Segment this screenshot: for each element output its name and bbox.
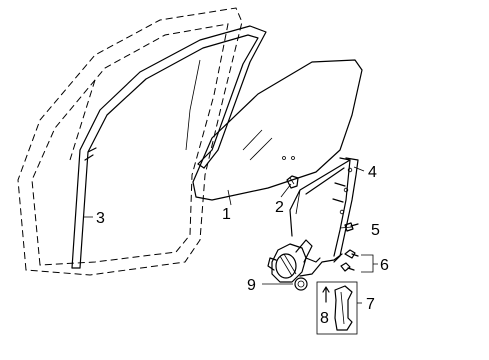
callout-handle-inner-part: 8 xyxy=(320,310,329,327)
callout-handle-kit: 7 xyxy=(366,296,375,313)
callout-grommet: 9 xyxy=(247,277,256,294)
callout-regulator-bolt: 5 xyxy=(371,222,380,239)
callout-regulator-bolts-pair: 6 xyxy=(380,257,389,274)
regulator-cable xyxy=(299,253,343,277)
grommet xyxy=(294,277,308,291)
door-seal xyxy=(71,25,267,269)
callout-door-glass: 1 xyxy=(222,206,231,223)
callout-door-seal: 3 xyxy=(96,210,105,227)
door-outline xyxy=(17,7,243,276)
glass-clip xyxy=(286,175,299,189)
handle-kit xyxy=(316,281,358,335)
leader-lines xyxy=(84,166,378,304)
regulator-bolts-pair xyxy=(340,249,359,272)
regulator-motor xyxy=(267,239,321,283)
door-glass xyxy=(192,59,363,201)
callout-glass-clip: 2 xyxy=(275,199,284,216)
callout-window-regulator: 4 xyxy=(368,164,377,181)
regulator-bolt xyxy=(344,222,359,232)
